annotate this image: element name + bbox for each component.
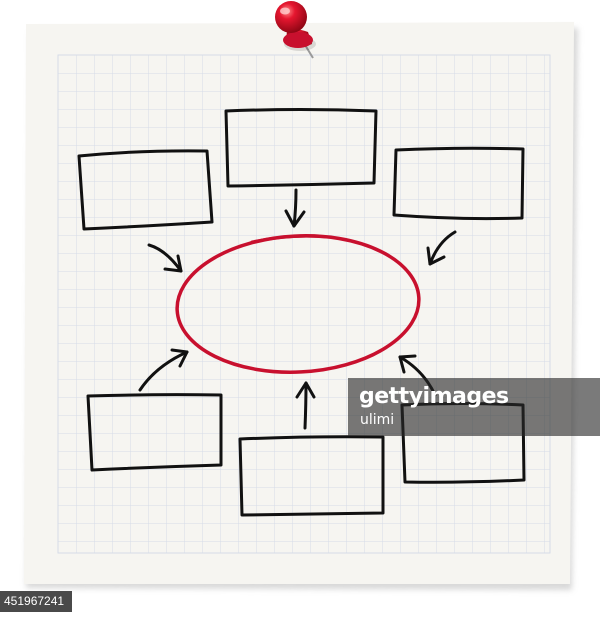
arrow-bottom-center	[295, 381, 316, 430]
center-oval	[175, 234, 421, 374]
arrow-top-right	[426, 230, 457, 266]
watermark-brand: gettyimages	[359, 384, 509, 409]
box-top-right	[392, 146, 525, 221]
box-bottom-left	[86, 393, 223, 472]
image-id: 451967241	[4, 594, 65, 608]
watermark-bar	[348, 378, 600, 436]
watermark-credit: ulimi	[360, 412, 395, 428]
arrow-top-left	[147, 243, 183, 273]
push-pin-icon	[275, 1, 316, 59]
arrow-bottom-left	[138, 348, 189, 392]
grid-area	[58, 55, 550, 553]
image-id-bar	[0, 591, 72, 612]
box-top-left	[77, 149, 214, 231]
box-top-center	[224, 108, 378, 188]
box-bottom-center	[238, 435, 385, 517]
arrow-top-center	[284, 188, 306, 228]
